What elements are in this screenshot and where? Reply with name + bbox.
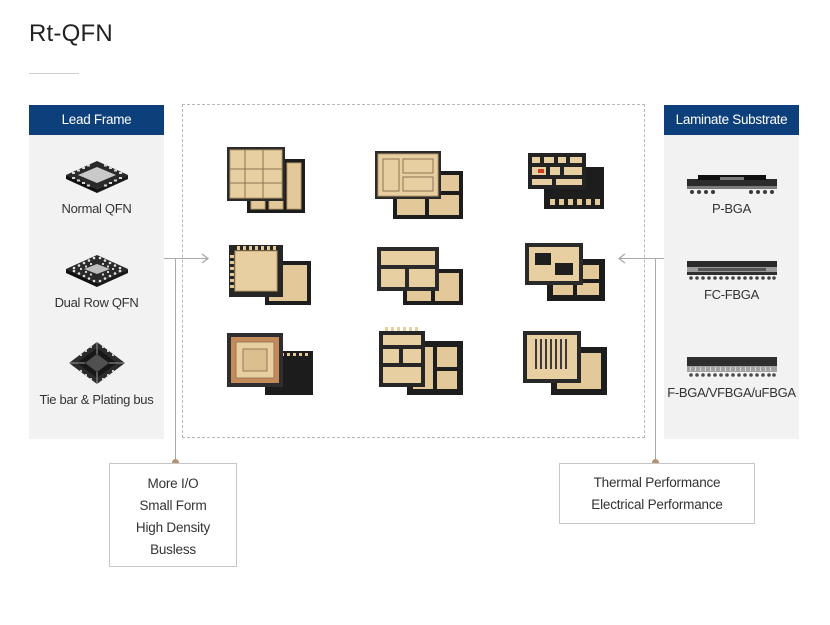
rt-qfn-package-image-6	[525, 243, 605, 301]
dual-row-qfn-label: Dual Row QFN	[54, 295, 139, 310]
rt-qfn-package-image-1	[227, 147, 305, 213]
f-bga-icon	[686, 357, 777, 377]
tie-bar-package-icon	[68, 342, 125, 384]
laminate-substrate-panel: Laminate Substrate P-BGA	[664, 105, 799, 439]
dual-row-qfn-icon	[65, 255, 128, 287]
rt-qfn-package-image-2	[375, 151, 463, 219]
tie-bar-label: Tie bar & Plating bus	[39, 392, 154, 407]
right-note-dot	[652, 459, 659, 466]
p-bga-item: P-BGA	[664, 173, 799, 216]
rt-qfn-package-gallery	[182, 104, 645, 438]
arrow-right-icon	[201, 253, 210, 264]
rt-qfn-package-image-8	[379, 327, 463, 395]
fc-fbga-item: FC-FBGA	[664, 259, 799, 302]
p-bga-label: P-BGA	[712, 201, 751, 216]
normal-qfn-label: Normal QFN	[61, 201, 132, 216]
lead-frame-arrow-line	[164, 258, 208, 259]
laminate-benefits-box: Thermal Performance Electrical Performan…	[559, 463, 755, 524]
laminate-arrow-line	[620, 258, 664, 259]
f-bga-label: F-BGA/VFBGA/uFBGA	[667, 385, 796, 400]
lead-frame-header: Lead Frame	[29, 105, 164, 135]
benefit-thermal-performance: Thermal Performance	[593, 475, 721, 490]
rt-qfn-package-image-7	[227, 333, 313, 395]
rt-qfn-package-image-9	[523, 331, 607, 395]
lead-frame-panel: Lead Frame Normal QFN	[29, 105, 164, 439]
p-bga-icon	[686, 175, 777, 194]
fc-fbga-label: FC-FBGA	[704, 287, 759, 302]
benefit-small-form: Small Form	[139, 498, 207, 513]
benefit-high-density: High Density	[135, 520, 211, 535]
laminate-substrate-header: Laminate Substrate	[664, 105, 799, 135]
benefit-electrical-performance: Electrical Performance	[591, 497, 723, 512]
arrow-left-icon	[617, 253, 626, 264]
title-underline	[29, 73, 79, 74]
f-bga-item: F-BGA/VFBGA/uFBGA	[664, 355, 799, 400]
benefit-more-io: More I/O	[147, 476, 199, 491]
fc-fbga-icon	[686, 261, 777, 280]
rt-qfn-package-image-5	[377, 247, 463, 305]
tie-bar-item: Tie bar & Plating bus	[29, 340, 164, 407]
rt-qfn-package-image-4	[229, 245, 311, 305]
left-note-dot	[172, 459, 179, 466]
left-note-connector	[175, 258, 176, 463]
right-note-connector	[655, 258, 656, 463]
dual-row-qfn-item: Dual Row QFN	[29, 253, 164, 310]
normal-qfn-item: Normal QFN	[29, 159, 164, 216]
page-title: Rt-QFN	[29, 20, 113, 47]
normal-qfn-icon	[65, 161, 128, 193]
rt-qfn-package-image-3	[528, 153, 604, 209]
benefit-busless: Busless	[150, 542, 196, 557]
lead-frame-benefits-box: More I/O Small Form High Density Busless	[109, 463, 237, 567]
